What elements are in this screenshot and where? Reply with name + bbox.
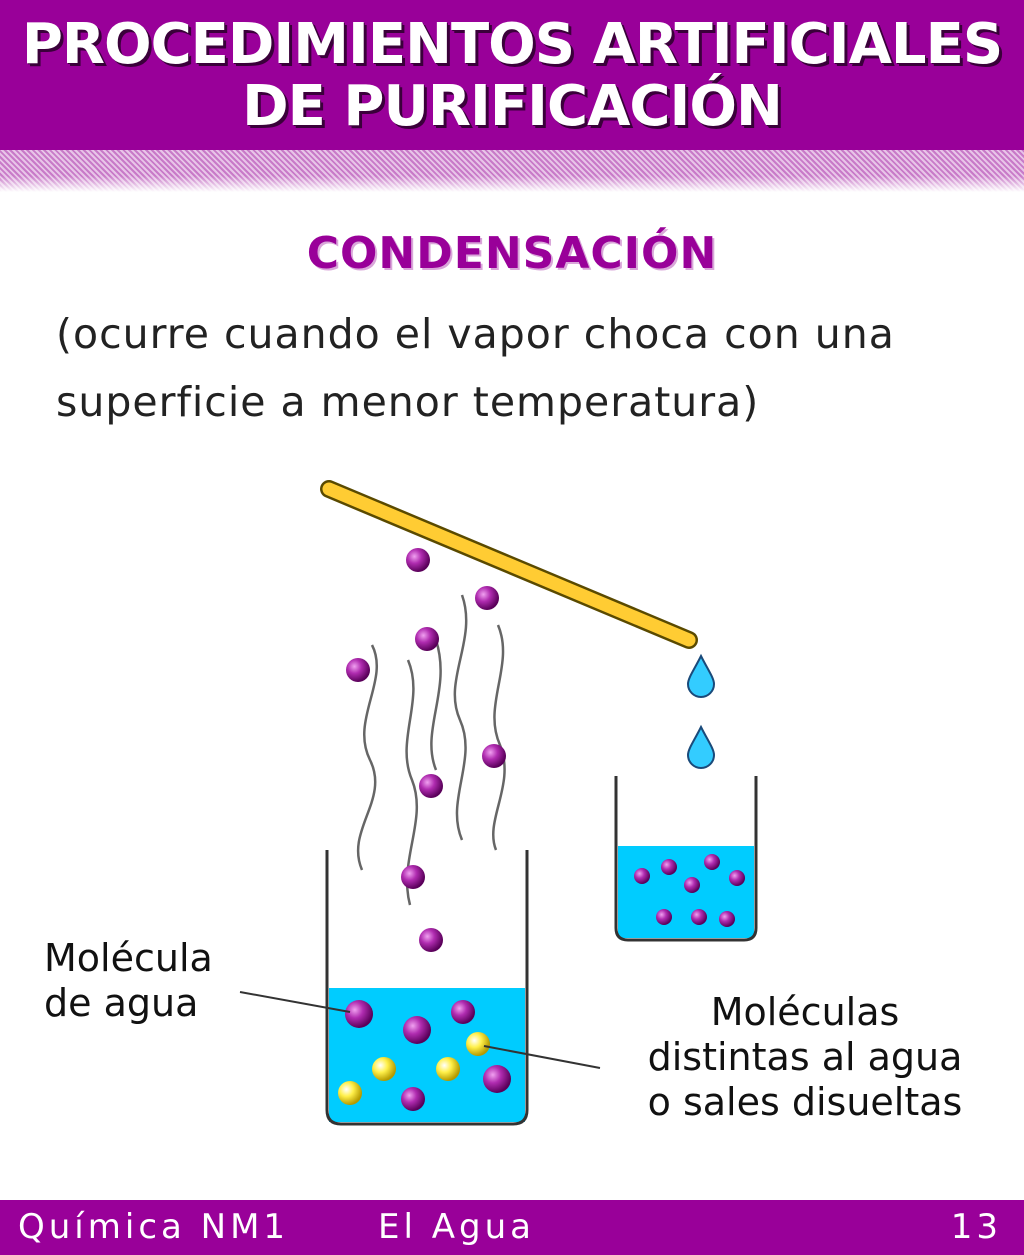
water-molecule-icon <box>684 877 700 893</box>
water-molecule-icon <box>475 586 499 610</box>
description-line-1: (ocurre cuando el vapor choca con una <box>56 310 895 358</box>
vapor-wave-icon <box>356 644 378 871</box>
vapor-wave-icon <box>405 659 418 906</box>
water-drop-icon <box>686 653 716 698</box>
water-molecule-icon <box>634 868 650 884</box>
solute-molecule-icon <box>436 1057 460 1081</box>
footer-bar: Química NM1 El Agua 13 <box>0 1200 1024 1255</box>
solute-molecule-icon <box>466 1032 490 1056</box>
section-subtitle: CONDENSACIÓN <box>306 228 718 279</box>
collector-beaker <box>614 776 758 942</box>
water-molecule-icon <box>401 1087 425 1111</box>
source-beaker-molecules <box>338 1000 511 1111</box>
page-title-line-1: PROCEDIMIENTOS ARTIFICIALES <box>21 12 1003 77</box>
vapor-wave-icon <box>491 624 506 851</box>
solute-molecule-icon <box>338 1081 362 1105</box>
solute-molecule-icon <box>372 1057 396 1081</box>
vapor-wave-icon <box>430 639 442 771</box>
source-beaker <box>325 850 529 1126</box>
footer-page-number: 13 <box>950 1207 1002 1247</box>
other-molecules-label-line-2: distintas al agua <box>647 1035 963 1079</box>
header-banner: PROCEDIMIENTOS ARTIFICIALES DE PURIFICAC… <box>0 0 1024 150</box>
water-drop-icon <box>686 724 716 769</box>
water-molecule-icon <box>406 548 430 572</box>
vapor-waves <box>356 594 506 906</box>
water-molecule-icon <box>346 658 370 682</box>
water-molecule-icon <box>482 744 506 768</box>
decorative-band <box>0 150 1024 192</box>
page-title-line-2: DE PURIFICACIÓN <box>242 74 783 139</box>
water-molecule-icon <box>419 774 443 798</box>
water-molecule-label: Molécula de agua <box>44 936 213 1026</box>
water-molecule-icon <box>451 1000 475 1024</box>
water-molecule-icon <box>415 627 439 651</box>
water-molecule-icon <box>656 909 672 925</box>
vapor-molecules <box>346 548 506 952</box>
water-molecule-icon <box>419 928 443 952</box>
description-line-2: superficie a menor temperatura) <box>56 378 760 426</box>
water-molecule-icon <box>729 870 745 886</box>
water-molecule-label-line-2: de agua <box>44 981 199 1025</box>
water-molecule-icon <box>401 865 425 889</box>
water-molecule-icon <box>483 1065 511 1093</box>
water-molecule-icon <box>719 911 735 927</box>
other-molecules-label-line-3: o sales disueltas <box>647 1080 963 1124</box>
water-molecule-icon <box>345 1000 373 1028</box>
water-molecule-icon <box>704 854 720 870</box>
collector-beaker-water <box>618 846 754 938</box>
section-description: (ocurre cuando el vapor choca con una su… <box>56 300 996 436</box>
solute-leader <box>483 1045 601 1069</box>
water-molecule-leader <box>239 991 351 1013</box>
vapor-wave-icon <box>453 594 468 841</box>
other-molecules-label-line-1: Moléculas <box>710 990 900 1034</box>
footer-topic: El Agua <box>378 1207 535 1247</box>
water-molecule-label-line-1: Molécula <box>44 936 213 980</box>
water-molecule-icon <box>403 1016 431 1044</box>
collector-beaker-molecules <box>634 854 745 927</box>
other-molecules-label: Moléculas distintas al agua o sales disu… <box>620 990 990 1125</box>
water-molecule-icon <box>661 859 677 875</box>
footer-course: Química NM1 <box>18 1207 290 1247</box>
water-molecule-icon <box>691 909 707 925</box>
